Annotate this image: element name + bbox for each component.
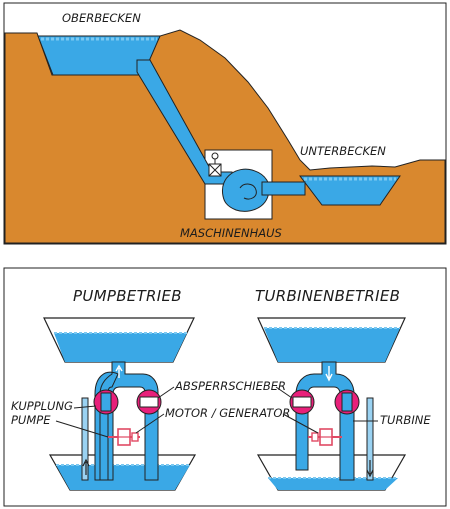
label-oberbecken: OBERBECKEN — [62, 11, 141, 25]
pump-flow-arrow-up — [115, 364, 123, 378]
label-turbine: TURBINE — [380, 413, 431, 427]
turbine-motor-generator — [308, 428, 342, 446]
label-kupplung: KUPPLUNG — [11, 399, 73, 413]
label-pumpbetrieb: PUMPBETRIEB — [73, 287, 182, 305]
leader-absperrschieber-right — [275, 386, 293, 399]
label-motor-generator: MOTOR / GENERATOR — [165, 406, 290, 420]
leader-kupplung — [73, 405, 97, 409]
lower-reservoir — [298, 175, 401, 206]
leader-absperrschieber-left — [157, 386, 175, 399]
leader-pumpe — [55, 420, 109, 438]
tailrace — [261, 181, 306, 196]
penstock-valve — [208, 152, 222, 177]
turbine-pipes — [295, 361, 355, 481]
leader-motor-right — [282, 413, 319, 434]
turbine-upper-water — [264, 328, 400, 362]
pump-outer-pipe — [81, 397, 89, 481]
pump-flow-arrow-in — [82, 458, 90, 475]
label-unterbecken: UNTERBECKEN — [300, 144, 386, 158]
bottom-panel: PUMPBETRIEB TURBINENBETRIEB — [3, 267, 447, 507]
leader-motor-left — [135, 413, 165, 434]
pump-mode-system — [43, 317, 197, 491]
pump-motor-generator — [108, 428, 140, 446]
pump-lower-water — [56, 465, 190, 490]
turbine-outer-pipe — [366, 397, 374, 481]
label-absperrschieber: ABSPERRSCHIEBER — [174, 379, 286, 393]
turbine-lower-water — [268, 478, 398, 490]
label-turbinenbetrieb: TURBINENBETRIEB — [255, 287, 400, 305]
turbine-spiral-inner — [239, 183, 257, 200]
label-maschinenhaus: MASCHINENHAUS — [180, 226, 282, 240]
pump-upper-water — [54, 333, 187, 362]
turbine-mode-system — [256, 317, 407, 491]
top-panel: OBERBECKEN UNTERBECKEN MASCHINENHAUS — [3, 2, 447, 245]
turbine-spiral — [222, 168, 270, 212]
label-pumpe: PUMPE — [11, 413, 51, 427]
turbine-flow-arrow-out — [366, 460, 374, 478]
turbine-flow-arrow-down — [325, 366, 333, 382]
